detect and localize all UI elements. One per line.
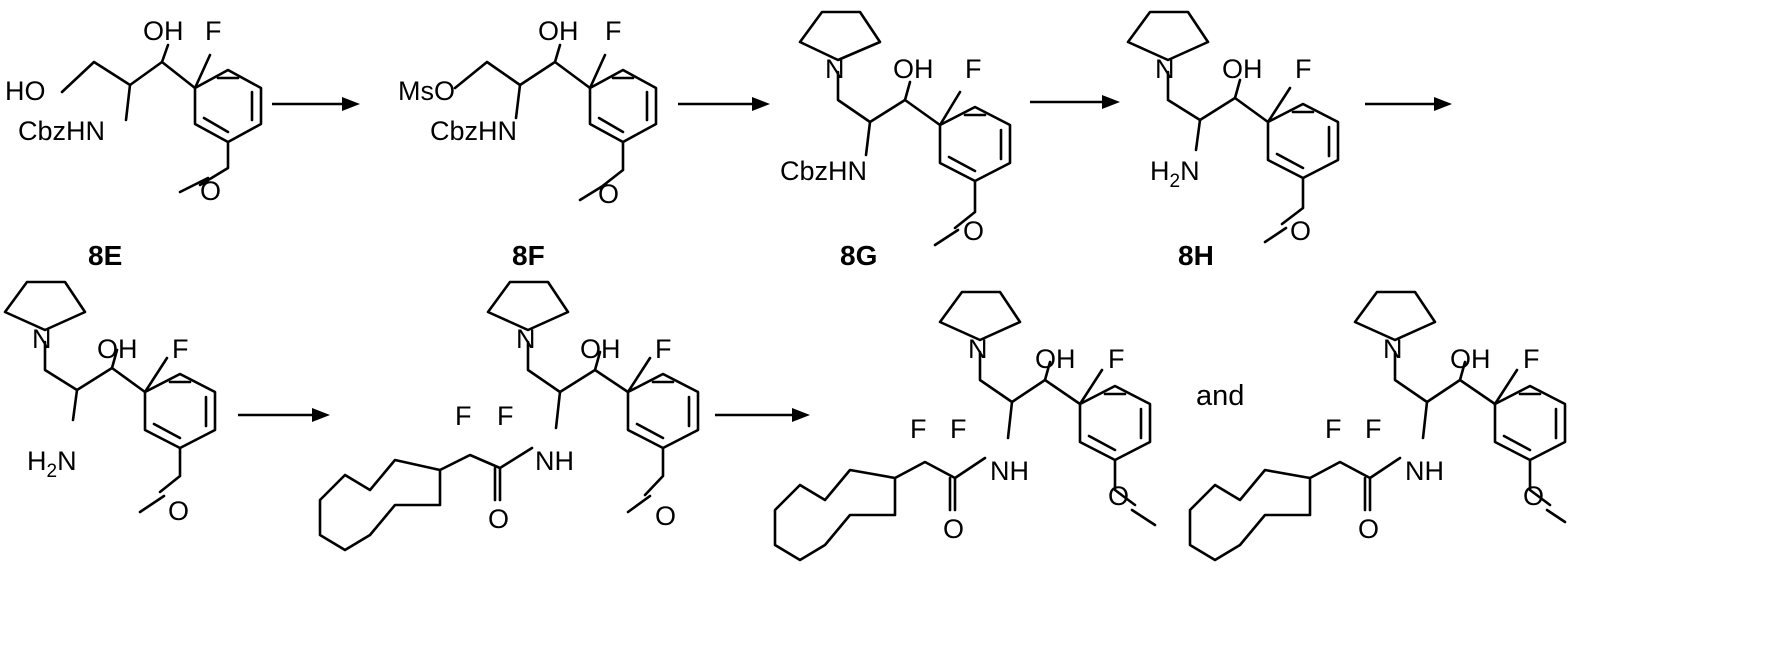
atom-label: O: [943, 514, 964, 544]
compound-label-8F: 8F: [512, 240, 545, 271]
structure-amide-mixture: N OH F F F NH O O: [320, 282, 698, 550]
atom-label: O: [1358, 514, 1379, 544]
reaction-arrow: [715, 408, 810, 422]
atom-label: CbzHN: [430, 116, 517, 146]
atom-label: O: [168, 496, 189, 526]
atom-label: F: [205, 16, 222, 46]
reaction-arrow: [238, 408, 330, 422]
atom-label: F: [655, 334, 672, 364]
structure-8F: MsO OH F CbzHN O 8F: [398, 16, 656, 271]
atom-label: OH: [1222, 54, 1263, 84]
atom-label: N: [968, 334, 988, 364]
atom-label: N: [1155, 54, 1175, 84]
atom-label: HO: [5, 76, 46, 106]
structure-product-1: N OH F F F NH O O: [775, 292, 1155, 560]
atom-label: F: [172, 334, 189, 364]
atom-label: O: [200, 176, 221, 206]
atom-label: O: [1523, 481, 1544, 511]
atom-label: OH: [893, 54, 934, 84]
compound-label-8H: 8H: [1178, 240, 1214, 271]
reaction-arrow: [678, 97, 770, 111]
reaction-arrow: [1030, 95, 1120, 109]
atom-label: OH: [143, 16, 184, 46]
atom-label: F: [1523, 344, 1540, 374]
atom-label: NH: [1405, 456, 1444, 486]
atom-label: MsO: [398, 76, 455, 106]
atom-label: F: [965, 54, 982, 84]
atom-label: H2N: [1150, 156, 1200, 192]
atom-label: N: [516, 324, 536, 354]
atom-label: F: [950, 414, 967, 444]
atom-label: F: [910, 414, 927, 444]
atom-label: OH: [538, 16, 579, 46]
compound-label-8E: 8E: [88, 240, 122, 271]
atom-label: N: [32, 324, 52, 354]
atom-label: F: [1108, 344, 1125, 374]
atom-label: F: [455, 401, 472, 431]
compound-label-8G: 8G: [840, 240, 877, 271]
atom-label: O: [655, 501, 676, 531]
atom-label: O: [488, 504, 509, 534]
reaction-arrow: [272, 97, 360, 111]
atom-label: NH: [535, 446, 574, 476]
atom-label: O: [598, 179, 619, 209]
atom-label: O: [1108, 481, 1129, 511]
atom-label: F: [1325, 414, 1342, 444]
atom-label: NH: [990, 456, 1029, 486]
atom-label: F: [497, 401, 514, 431]
structure-8H-repeat: N OH F H2N O: [5, 282, 215, 526]
atom-label: F: [1365, 414, 1382, 444]
atom-label: OH: [1450, 344, 1491, 374]
atom-label: CbzHN: [18, 116, 105, 146]
atom-label: OH: [580, 334, 621, 364]
atom-label: CbzHN: [780, 156, 867, 186]
structure-8E: HO OH F CbzHN O 8E: [5, 16, 261, 271]
atom-label: F: [1295, 54, 1312, 84]
atom-label: F: [605, 16, 622, 46]
structure-8G: N OH F CbzHN O 8G: [780, 12, 1010, 271]
atom-label: N: [1383, 334, 1403, 364]
atom-label: OH: [1035, 344, 1076, 374]
atom-label: H2N: [27, 446, 77, 482]
structure-product-2: N OH F F F NH O O: [1190, 292, 1565, 560]
structure-8H: N OH F H2N O 8H: [1128, 12, 1338, 271]
reaction-arrow: [1365, 97, 1452, 111]
atom-label: O: [963, 216, 984, 246]
atom-label: OH: [97, 334, 138, 364]
atom-label: N: [825, 54, 845, 84]
atom-label: O: [1290, 216, 1311, 246]
conjunction-and: and: [1196, 380, 1244, 412]
